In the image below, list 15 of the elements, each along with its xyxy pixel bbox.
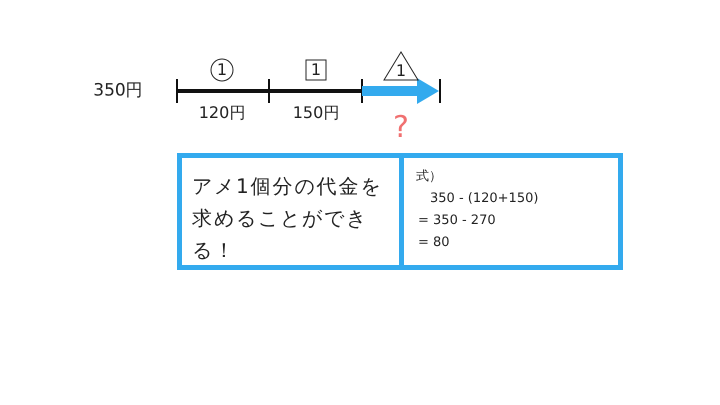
amount-label: 350円 [93,82,143,100]
triangle-mark [383,51,419,81]
amount-label: 120円 [198,105,246,121]
formula-heading: 式） [416,168,443,186]
formula-line: = 80 [417,234,451,252]
statement-text: アメ1個分の代金を求めることができる！ [192,173,384,264]
formula-line: 350 - (120+150) [429,190,540,208]
mark-number: 1 [216,62,228,78]
box-mark [305,59,327,81]
mark-number: 1 [396,63,406,81]
circle-mark [210,58,234,82]
amount-label: 150円 [292,105,340,121]
question-mark: ? [393,113,409,143]
formula-line: = 350 - 270 [417,212,497,230]
mark-number: 1 [310,62,322,78]
